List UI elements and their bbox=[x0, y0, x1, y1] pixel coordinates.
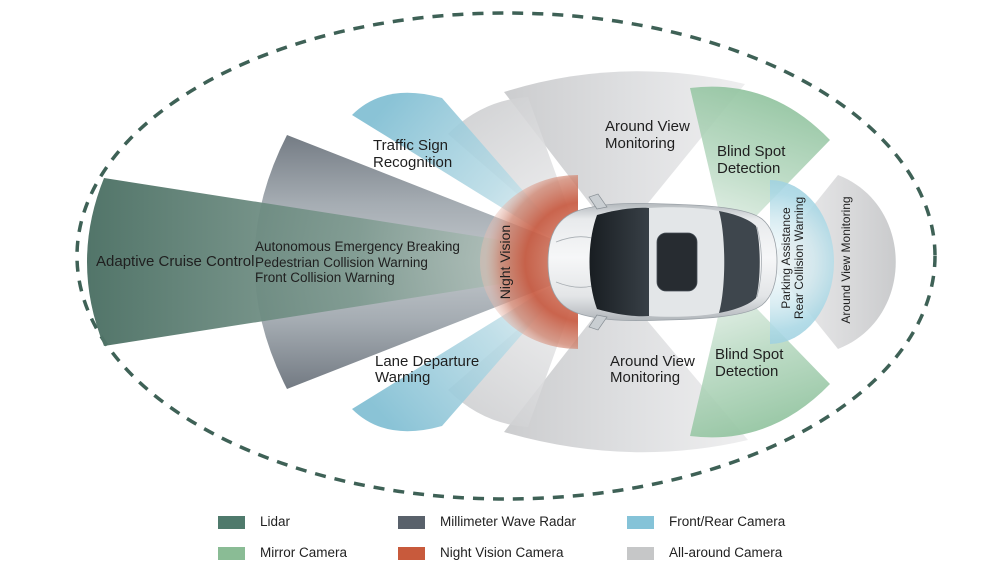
detection-range-boundary bbox=[75, 11, 937, 501]
legend-label: Mirror Camera bbox=[260, 545, 348, 561]
label-traffic-sign-line1: Traffic Sign bbox=[373, 137, 448, 154]
legend-label: Front/Rear Camera bbox=[669, 514, 786, 530]
lidar-acc-wedge bbox=[87, 178, 578, 346]
label-avm-top-line2: Monitoring bbox=[605, 135, 675, 152]
mirror-camera-color-swatch bbox=[218, 546, 245, 560]
hood-crease-bottom bbox=[555, 281, 593, 288]
side-mirror-top bbox=[588, 193, 608, 210]
label-parking-assistance: Parking Assistance bbox=[779, 207, 793, 309]
blind-spot-top-wedge bbox=[690, 86, 830, 246]
label-night-vision: Night Vision bbox=[497, 225, 513, 299]
legend-item-night-vision-camera: Night Vision Camera bbox=[398, 543, 627, 563]
parking-assistance-wedge bbox=[770, 180, 834, 344]
legend-label: Millimeter Wave Radar bbox=[440, 514, 577, 530]
legend-label: Lidar bbox=[260, 514, 291, 530]
label-bsd-top-line2: Detection bbox=[717, 160, 780, 177]
label-aeb-line1: Autonomous Emergency Breaking bbox=[255, 239, 460, 254]
radar-color-swatch bbox=[398, 515, 425, 529]
label-adaptive-cruise-control: Adaptive Cruise Control bbox=[96, 253, 254, 270]
night-vision-color-swatch bbox=[398, 546, 425, 560]
legend-item-lidar: Lidar bbox=[218, 512, 398, 532]
trunk-crease bbox=[756, 226, 762, 298]
label-lane-departure-line1: Lane Departure bbox=[375, 353, 479, 370]
blind-spot-bottom-wedge bbox=[690, 278, 830, 438]
label-aeb-line2: Pedestrian Collision Warning bbox=[255, 255, 428, 270]
legend-label: Night Vision Camera bbox=[440, 545, 564, 561]
around-view-bottom-wedge bbox=[504, 286, 748, 453]
all-around-camera-color-swatch bbox=[627, 546, 654, 560]
legend-item-millimeter-wave-radar: Millimeter Wave Radar bbox=[398, 512, 627, 532]
front-rear-camera-color-swatch bbox=[627, 515, 654, 529]
label-bsd-bottom-line2: Detection bbox=[715, 363, 778, 380]
label-avm-top-line1: Around View bbox=[605, 118, 690, 135]
label-bsd-top-line1: Blind Spot bbox=[717, 143, 786, 160]
label-lane-departure-line2: Warning bbox=[375, 369, 430, 386]
legend-item-front-rear-camera: Front/Rear Camera bbox=[627, 512, 837, 532]
around-view-top-wedge bbox=[504, 71, 745, 241]
car-top-view bbox=[547, 193, 778, 331]
lidar-color-swatch bbox=[218, 515, 245, 529]
label-bsd-bottom-line1: Blind Spot bbox=[715, 346, 784, 363]
legend: Lidar Millimeter Wave Radar Front/Rear C… bbox=[218, 512, 837, 574]
windshield bbox=[589, 207, 649, 317]
night-vision-wedge bbox=[480, 175, 578, 349]
label-rear-collision-warning: Rear Collision Warning bbox=[792, 197, 806, 319]
label-avm-right: Around View Monitoring bbox=[839, 196, 853, 323]
legend-item-mirror-camera: Mirror Camera bbox=[218, 543, 398, 563]
label-avm-bottom-line1: Around View bbox=[610, 353, 695, 370]
sunroof bbox=[656, 232, 698, 292]
rear-window bbox=[719, 211, 760, 313]
label-traffic-sign-line2: Recognition bbox=[373, 154, 452, 171]
legend-label: All-around Camera bbox=[669, 545, 783, 561]
hood-crease-top bbox=[555, 236, 593, 243]
label-aeb-line3: Front Collision Warning bbox=[255, 270, 395, 285]
legend-item-all-around-camera: All-around Camera bbox=[627, 543, 837, 563]
side-mirror-bottom bbox=[588, 314, 608, 331]
label-avm-bottom-line2: Monitoring bbox=[610, 369, 680, 386]
